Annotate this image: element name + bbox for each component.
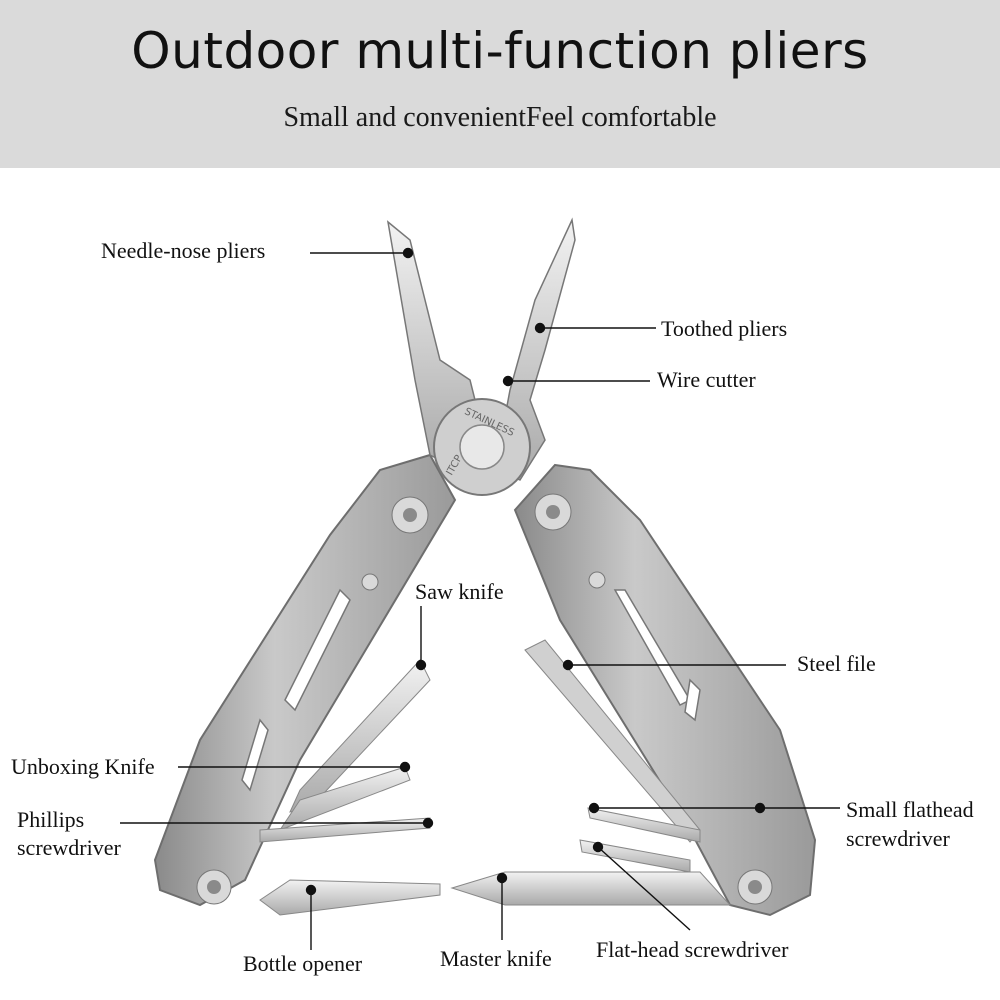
multitool-illustration: STAINLESS ITCP bbox=[120, 217, 840, 950]
label-unboxing-knife: Unboxing Knife bbox=[11, 754, 155, 779]
label-master-knife: Master knife bbox=[440, 946, 552, 971]
small-flathead-screwdriver bbox=[587, 807, 701, 843]
label-saw-knife: Saw knife bbox=[415, 579, 504, 604]
title-banner: Outdoor multi-function pliers Small and … bbox=[0, 0, 1000, 168]
label-phillips-line2: screwdriver bbox=[17, 835, 121, 860]
label-toothed-pliers: Toothed pliers bbox=[661, 316, 788, 341]
master-knife bbox=[450, 871, 732, 906]
label-bottle-opener: Bottle opener bbox=[243, 951, 363, 976]
label-wire-cutter: Wire cutter bbox=[657, 367, 756, 392]
bottle-opener bbox=[259, 879, 441, 916]
label-phillips-line1: Phillips bbox=[17, 807, 85, 832]
label-small-flathead-line1: Small flathead bbox=[846, 797, 974, 822]
label-flat-head-screwdriver: Flat-head screwdriver bbox=[596, 937, 789, 962]
page-title: Outdoor multi-function pliers bbox=[131, 22, 869, 80]
label-steel-file: Steel file bbox=[797, 651, 876, 676]
label-needle-nose-pliers: Needle-nose pliers bbox=[101, 238, 266, 263]
label-small-flathead-line2: screwdriver bbox=[846, 826, 950, 851]
page-subtitle: Small and convenientFeel comfortable bbox=[283, 102, 717, 133]
